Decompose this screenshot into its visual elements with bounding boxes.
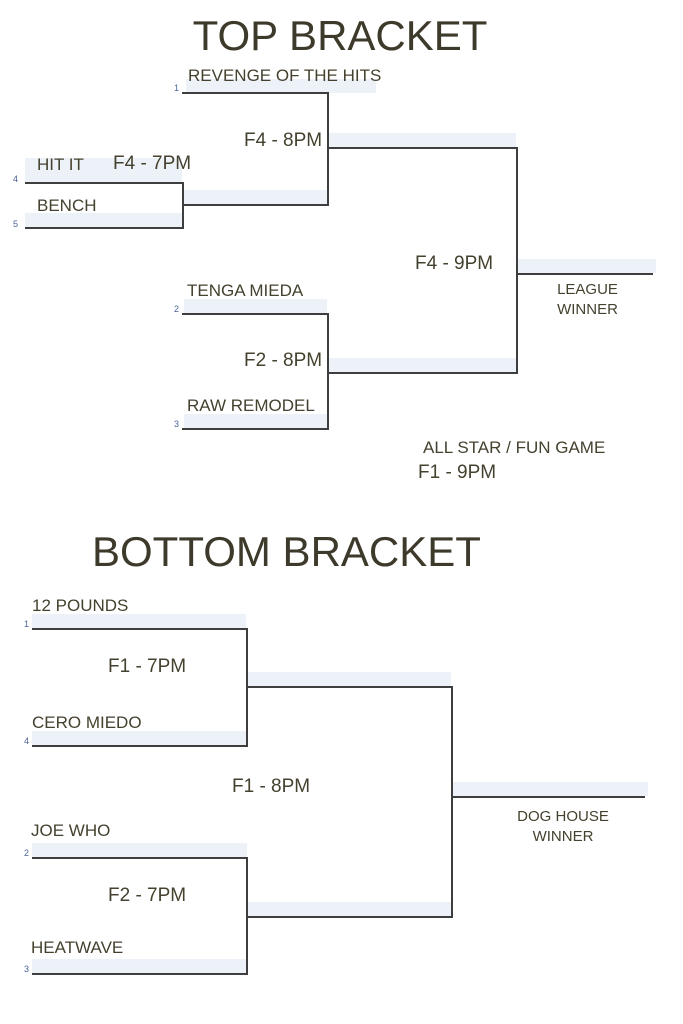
band-joe: [32, 843, 247, 857]
bottom-bracket-title: BOTTOM BRACKET: [92, 528, 481, 575]
seed-heatwave: 3: [24, 964, 30, 974]
line-semi1-winner-bottom: [246, 686, 451, 688]
line-cero: [32, 745, 248, 747]
team-revenge: REVENGE OF THE HITS: [188, 66, 382, 85]
team-hit-it: HIT IT: [37, 155, 84, 174]
league-winner-line1: LEAGUE: [557, 281, 618, 298]
team-cero: CERO MIEDO: [32, 713, 142, 732]
connector-final-bottom: [451, 686, 453, 918]
team-tenga: TENGA MIEDA: [187, 281, 304, 300]
band-12-pounds: [32, 614, 246, 628]
game-time-semi-lower: F2 - 8PM: [244, 350, 323, 371]
line-raw: [182, 428, 329, 430]
line-semi2-winner-bottom: [246, 916, 451, 918]
game-time-round1: F4 - 7PM: [113, 153, 192, 174]
band-hit-it: [25, 158, 182, 182]
team-heatwave: HEATWAVE: [31, 938, 124, 957]
seed-joe: 2: [24, 848, 30, 858]
game-time-bottom-final: F1 - 8PM: [232, 776, 311, 797]
line-heatwave: [32, 973, 248, 975]
line-joe: [32, 857, 248, 859]
league-winner-label: LEAGUE WINNER: [540, 280, 635, 320]
dog-house-winner-label: DOG HOUSE WINNER: [510, 807, 616, 847]
band-league-winner: [516, 259, 656, 273]
line-revenge: [182, 92, 329, 94]
seed-hit-it: 4: [13, 174, 19, 184]
seed-bench: 5: [13, 219, 19, 229]
dog-house-winner-line2: WINNER: [532, 828, 594, 845]
band-cero: [32, 731, 246, 745]
league-winner-line2: WINNER: [557, 301, 618, 318]
seed-revenge: 1: [174, 83, 180, 93]
line-bench: [25, 227, 182, 229]
team-12-pounds: 12 POUNDS: [32, 596, 129, 615]
team-bench: BENCH: [37, 196, 97, 215]
seed-raw: 3: [174, 419, 180, 429]
line-round1-winner: [182, 204, 327, 206]
band-semi-upper-winner: [327, 133, 516, 147]
seed-tenga: 2: [174, 304, 180, 314]
game-time-bottom-semi2: F2 - 7PM: [108, 885, 187, 906]
band-heatwave: [32, 959, 247, 973]
band-semi-lower-winner: [327, 358, 516, 372]
seed-cero: 4: [24, 736, 30, 746]
band-semi1-winner-bottom: [246, 672, 451, 686]
line-semi-upper-winner: [327, 147, 516, 149]
line-league-winner: [516, 273, 653, 275]
team-joe: JOE WHO: [31, 821, 111, 840]
top-bracket-title: TOP BRACKET: [192, 12, 488, 59]
band-dog-house-winner: [451, 782, 648, 796]
all-star-game-label: ALL STAR / FUN GAME: [423, 438, 606, 457]
all-star-game-time: F1 - 9PM: [418, 462, 497, 483]
band-tenga: [184, 299, 327, 313]
line-tenga: [182, 313, 329, 315]
band-round1-winner: [182, 190, 327, 204]
line-semi-lower-winner: [327, 372, 516, 374]
band-bench: [25, 213, 182, 227]
band-raw: [184, 414, 327, 428]
connector-semi-upper: [327, 92, 329, 206]
connector-semi-lower: [327, 313, 329, 430]
line-dog-house-winner: [451, 796, 645, 798]
game-time-bottom-semi1: F1 - 7PM: [108, 656, 187, 677]
team-raw: RAW REMODEL: [187, 396, 315, 415]
game-time-semi-upper: F4 - 8PM: [244, 130, 323, 151]
seed-12-pounds: 1: [24, 619, 30, 629]
band-semi2-winner-bottom: [246, 902, 451, 916]
dog-house-winner-line1: DOG HOUSE: [517, 808, 609, 825]
connector-final-top: [516, 147, 518, 374]
line-12-pounds: [32, 628, 248, 630]
line-hit-it: [25, 182, 182, 184]
band-revenge: [186, 79, 376, 93]
game-time-top-final: F4 - 9PM: [415, 253, 494, 274]
